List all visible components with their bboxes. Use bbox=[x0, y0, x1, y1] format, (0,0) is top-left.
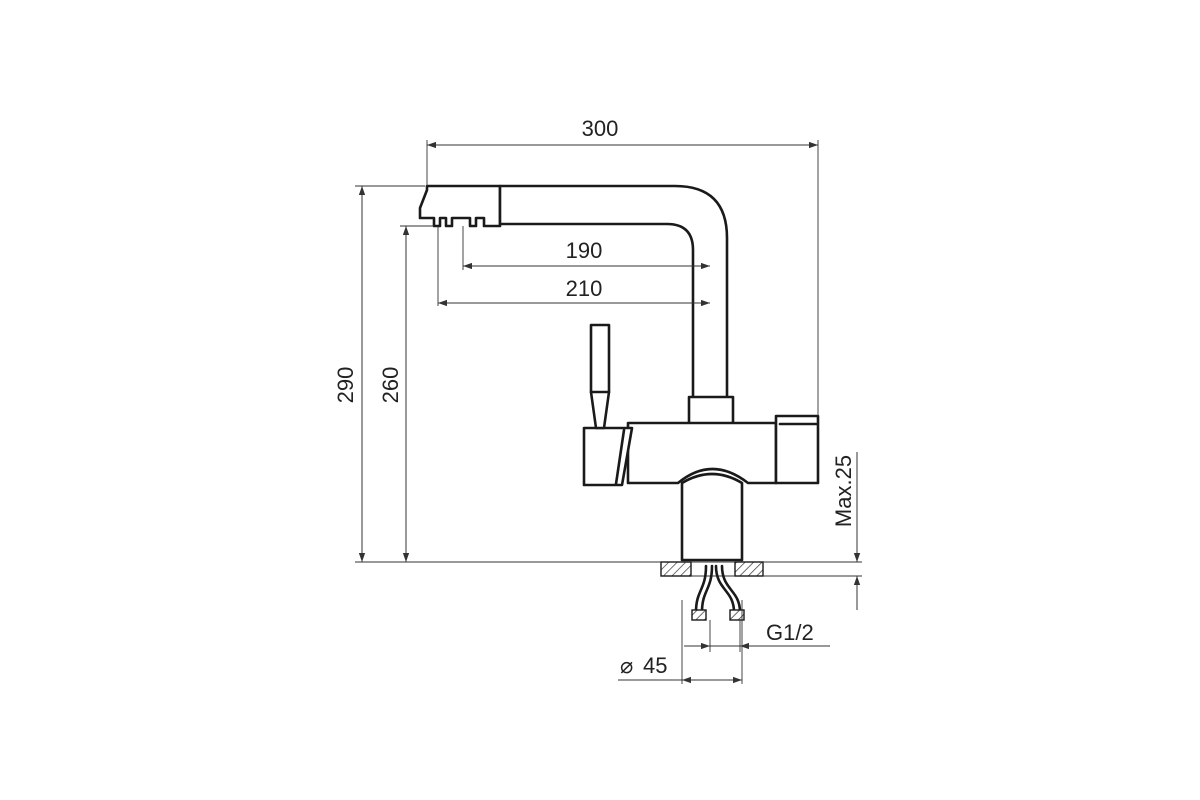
label-thread: G1/2 bbox=[766, 620, 814, 645]
label-base-diameter: 45 bbox=[643, 653, 667, 678]
label-total-height: 290 bbox=[333, 367, 358, 404]
countertop-hatch-left bbox=[660, 561, 692, 577]
right-handle-cap bbox=[774, 414, 820, 485]
spout-tube bbox=[498, 184, 729, 400]
diameter-symbol: ⌀ bbox=[620, 653, 633, 678]
countertop-section bbox=[660, 561, 764, 577]
label-total-width: 300 bbox=[582, 116, 619, 141]
dimension-labels: 300 190 210 290 260 Max.25 G1/2 ⌀ 45 bbox=[333, 116, 856, 678]
base-stem bbox=[680, 472, 744, 562]
label-max-countertop: Max.25 bbox=[831, 455, 856, 527]
hose-fitting-right bbox=[729, 609, 745, 621]
extension-lines bbox=[355, 140, 862, 684]
faucet-outline bbox=[418, 184, 820, 562]
lever-handle bbox=[589, 323, 611, 430]
label-spout-reach-inner: 190 bbox=[566, 238, 603, 263]
spout-head bbox=[418, 184, 502, 228]
left-handle-base bbox=[582, 426, 634, 487]
label-spout-height: 260 bbox=[378, 367, 403, 404]
label-spout-reach-outer: 210 bbox=[566, 276, 603, 301]
main-body bbox=[626, 421, 778, 485]
dimension-lines bbox=[358, 141, 861, 684]
countertop-hatch-right bbox=[734, 561, 764, 577]
supply-hoses bbox=[691, 564, 745, 621]
hose-fitting-left bbox=[691, 609, 707, 621]
